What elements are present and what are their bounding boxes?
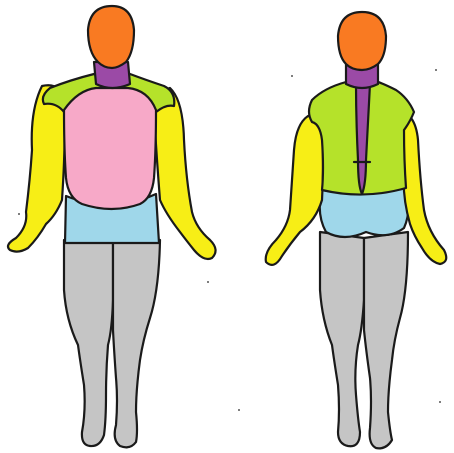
- back-head: [338, 12, 386, 70]
- front-chest: [64, 88, 156, 209]
- back-left-leg: [320, 232, 364, 446]
- back-left-arm: [266, 116, 323, 265]
- front-right-arm: [154, 88, 216, 259]
- front-left-arm: [8, 85, 65, 251]
- front-head: [88, 6, 134, 68]
- front-right-leg: [113, 240, 160, 447]
- front-figure: [8, 6, 216, 447]
- back-right-arm: [403, 112, 446, 264]
- back-right-leg: [364, 232, 408, 448]
- front-left-leg: [64, 240, 113, 446]
- back-figure: [266, 12, 447, 448]
